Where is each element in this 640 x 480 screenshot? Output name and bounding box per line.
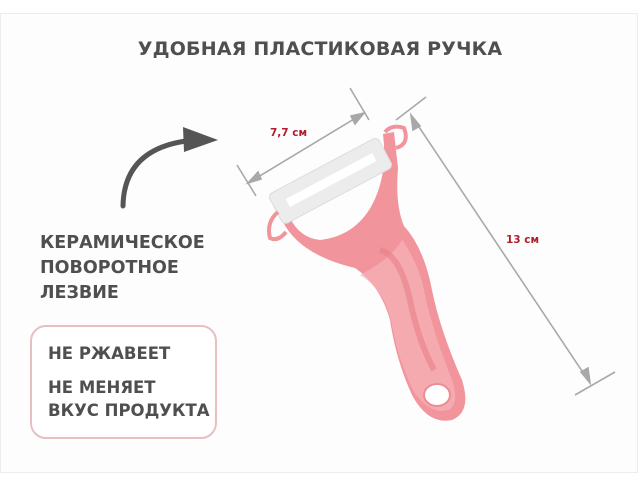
- benefit-no-taste-line-2: ВКУС ПРОДУКТА: [48, 401, 210, 420]
- peeler-image: [267, 124, 466, 421]
- benefits-box: НЕ РЖАВЕЕТ НЕ МЕНЯЕТ ВКУС ПРОДУКТА: [30, 325, 217, 439]
- curved-arrow-icon: [120, 127, 218, 209]
- feature-line-1: КЕРАМИЧЕСКОЕ: [40, 233, 205, 253]
- length-dimension: [395, 96, 616, 396]
- blade-width-dimension: [236, 87, 370, 197]
- benefit-no-taste-line-1: НЕ МЕНЯЕТ: [48, 378, 156, 397]
- feature-line-3: ЛЕЗВИЕ: [40, 283, 119, 303]
- blade-width-label: 7,7 см: [270, 127, 308, 139]
- benefit-no-rust: НЕ РЖАВЕЕТ: [48, 344, 171, 363]
- page-title: УДОБНАЯ ПЛАСТИКОВАЯ РУЧКА: [137, 38, 503, 60]
- feature-line-2: ПОВОРОТНОЕ: [40, 258, 179, 278]
- feature-text: КЕРАМИЧЕСКОЕ ПОВОРОТНОЕ ЛЕЗВИЕ: [40, 231, 205, 306]
- length-label: 13 см: [506, 234, 540, 246]
